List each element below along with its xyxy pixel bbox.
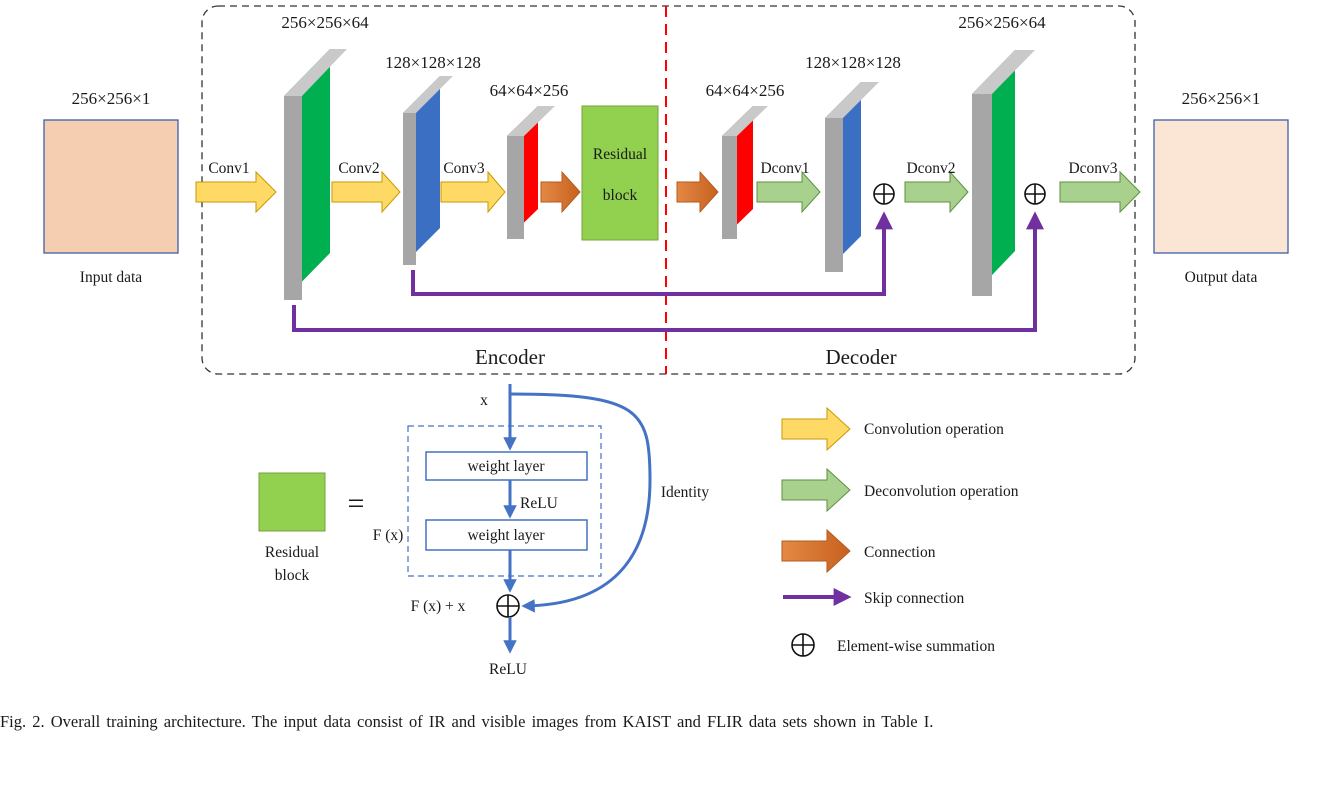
legend-convolution-label: Convolution operation: [864, 421, 1004, 438]
legend-skip-label: Skip connection: [864, 590, 965, 607]
decoder-block-1: [722, 106, 768, 239]
weight-layer-1-label: weight layer: [467, 458, 545, 475]
residual-block: [581, 105, 659, 241]
dconv2-arrow: [904, 170, 969, 214]
legend-convolution-arrow: [781, 406, 851, 452]
legend-summation-label: Element-wise summation: [837, 638, 995, 655]
encoder-label: Encoder: [475, 345, 545, 369]
encoder-1-dim-label: 256×256×64: [281, 13, 369, 32]
residual-inner-frame: [407, 425, 602, 577]
residual-summation-icon: [496, 594, 520, 618]
input-data-label: Input data: [80, 269, 143, 286]
weight-layer-2: [425, 519, 588, 551]
legend-connection-arrow: [781, 528, 851, 574]
residual-block-label-line2: block: [603, 187, 638, 204]
conv2-label: Conv2: [338, 160, 379, 177]
decoder-1-dim-label: 64×64×256: [706, 81, 785, 100]
fx-label: F (x): [373, 527, 404, 544]
residual-block-label-line1: Residual: [593, 146, 647, 163]
relu-out-label: ReLU: [489, 661, 527, 678]
dconv2-label: Dconv2: [906, 160, 955, 177]
summation-icon-2: [1024, 183, 1046, 205]
output-dim-label: 256×256×1: [1182, 89, 1261, 108]
decoder-label: Decoder: [825, 345, 896, 369]
skip-connection-1: [411, 211, 893, 296]
connection-arrow-1: [540, 170, 581, 214]
summation-icon-1: [873, 183, 895, 205]
residual-legend-label-line1: Residual: [265, 544, 319, 561]
residual-legend-swatch: [258, 472, 326, 532]
architecture-diagram: 256×256×1 256×256×64 128×128×128 64×64×2…: [43, 5, 1289, 678]
conv3-arrow: [440, 170, 506, 214]
encoder-block-2: [403, 76, 453, 265]
connection-arrow-2: [676, 170, 719, 214]
residual-legend-label-line2: block: [275, 567, 310, 584]
legend-deconvolution-arrow: [781, 467, 851, 513]
encoder-3-dim-label: 64×64×256: [490, 81, 569, 100]
equals-sign: =: [348, 487, 365, 520]
decoder-block-3: [972, 50, 1035, 296]
dconv1-label: Dconv1: [760, 160, 809, 177]
relu-mid-label: ReLU: [520, 495, 558, 512]
output-data-box: [1153, 119, 1289, 254]
dconv3-label: Dconv3: [1068, 160, 1117, 177]
fx-plus-x-label: F (x) + x: [411, 598, 466, 615]
decoder-3-dim-label: 256×256×64: [958, 13, 1046, 32]
legend-deconvolution-label: Deconvolution operation: [864, 483, 1019, 500]
encoder-2-dim-label: 128×128×128: [385, 53, 481, 72]
output-data-label: Output data: [1185, 269, 1258, 286]
encoder-block-1: [284, 49, 347, 300]
legend-summation-icon: [791, 633, 815, 657]
legend-connection-label: Connection: [864, 544, 936, 561]
conv1-label: Conv1: [208, 160, 249, 177]
skip-connection-2: [292, 211, 1044, 332]
identity-connection: [509, 392, 652, 613]
weight-layer-1: [425, 451, 588, 481]
dconv3-arrow: [1059, 170, 1141, 214]
conv3-label: Conv3: [443, 160, 485, 177]
conv2-arrow: [331, 170, 401, 214]
input-dim-label: 256×256×1: [72, 89, 151, 108]
dconv1-arrow: [756, 170, 821, 214]
weight-layer-2-label: weight layer: [467, 527, 545, 544]
conv1-arrow: [195, 170, 277, 214]
encoder-block-3: [507, 106, 555, 239]
residual-x-label: x: [480, 392, 488, 409]
identity-label: Identity: [661, 484, 709, 501]
decoder-2-dim-label: 128×128×128: [805, 53, 901, 72]
decoder-block-2: [825, 82, 879, 272]
figure-caption: Fig. 2. Overall training architecture. T…: [0, 712, 934, 731]
input-data-box: [43, 119, 179, 254]
